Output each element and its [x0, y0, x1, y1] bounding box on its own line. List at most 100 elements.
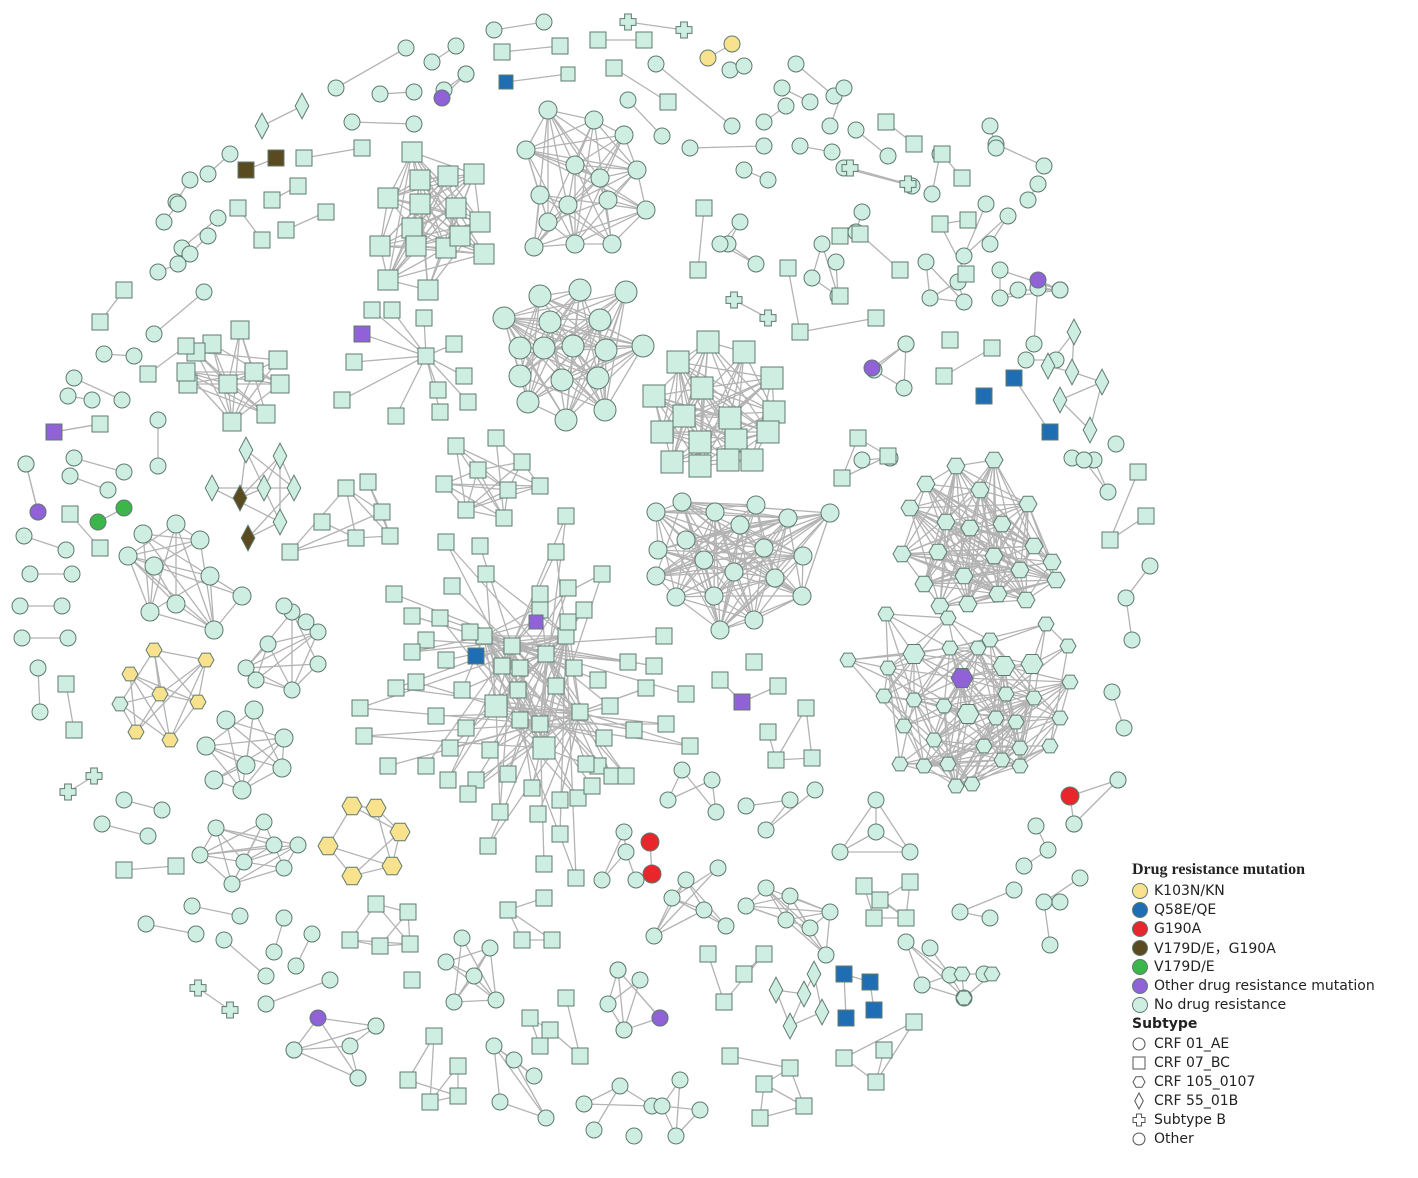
network-edge: [943, 665, 1005, 707]
legend-mutation-item: Other drug resistance mutation: [1130, 976, 1410, 995]
node-circle: [481, 939, 499, 957]
node-diamond: [286, 474, 302, 502]
network-edge: [801, 512, 831, 597]
network-edge: [657, 524, 741, 551]
node-hexagon: [975, 738, 993, 754]
network-edge: [745, 905, 811, 929]
node-square: [957, 265, 975, 283]
node-circle: [13, 629, 31, 647]
network-edge: [119, 703, 171, 741]
network-edge: [945, 503, 1029, 523]
node-circle: [59, 629, 77, 647]
node-square: [559, 579, 577, 597]
network-edge: [1109, 471, 1139, 541]
node-square: [655, 627, 673, 645]
node-circle: [648, 540, 668, 560]
node-square: [427, 707, 445, 725]
node-hexagon: [947, 778, 965, 794]
node-hexagon: [988, 585, 1008, 603]
node-circle: [724, 562, 744, 582]
node-hexagon: [915, 758, 933, 774]
network-edge: [933, 697, 1035, 741]
network-edge: [653, 395, 701, 467]
node-square: [399, 1071, 417, 1089]
network-edge: [539, 194, 613, 245]
node-hexagon: [151, 686, 169, 702]
network-edge: [751, 377, 773, 461]
network-edge: [937, 551, 1021, 571]
network-edge: [511, 645, 581, 713]
node-circle: [505, 1051, 523, 1069]
node-diamond: [1040, 352, 1056, 380]
network-nodes: [11, 13, 1159, 1145]
node-square: [931, 215, 949, 233]
node-square: [718, 406, 742, 430]
network-edge: [142, 533, 151, 613]
network-edge: [461, 937, 497, 1001]
node-square: [461, 623, 479, 641]
node-circle: [602, 234, 622, 254]
node-hexagon: [925, 732, 943, 748]
node-circle: [672, 492, 692, 512]
node-circle: [585, 1121, 603, 1139]
node-square: [795, 1097, 813, 1115]
node-cross: [59, 783, 77, 801]
node-square: [415, 309, 433, 327]
node-diamond: [768, 976, 784, 1004]
node-hexagon: [1051, 710, 1069, 726]
network-edge: [493, 1045, 501, 1103]
node-square: [1129, 463, 1147, 481]
node-square: [469, 211, 491, 233]
network-edge: [847, 659, 905, 727]
legend-subtype-item: Subtype B: [1130, 1110, 1410, 1129]
network-edge: [129, 673, 137, 733]
node-square: [337, 479, 355, 497]
network-edge: [617, 969, 661, 1019]
network-edge: [487, 723, 541, 847]
network-edge: [821, 243, 839, 297]
network-edge: [455, 445, 505, 519]
node-cross: [85, 767, 103, 785]
node-hexagon: [960, 519, 980, 537]
node-circle: [169, 255, 187, 273]
network-edge: [887, 667, 905, 727]
network-edge: [379, 245, 485, 255]
node-circle: [598, 190, 618, 210]
legend-mutation-label: Q58E/QE: [1154, 901, 1217, 918]
node-circle: [558, 195, 578, 215]
node-diamond: [1094, 368, 1110, 396]
node-circle: [155, 213, 173, 231]
node-square: [347, 529, 365, 547]
network-edge: [443, 483, 541, 487]
node-circle: [813, 235, 831, 253]
network-edge: [153, 649, 207, 661]
node-hexagon: [914, 575, 934, 593]
node-circle: [524, 237, 544, 257]
node-square: [1041, 423, 1059, 441]
network-edge: [909, 489, 981, 509]
node-square: [724, 428, 748, 452]
network-edge: [939, 521, 947, 607]
network-edge: [303, 147, 363, 159]
node-circle: [149, 457, 167, 475]
node-circle: [115, 463, 133, 481]
node-hexagon: [993, 752, 1011, 768]
node-circle: [367, 1017, 385, 1035]
network-edge: [887, 667, 963, 679]
node-square: [535, 855, 553, 873]
node-square: [449, 1087, 467, 1105]
node-square: [115, 281, 133, 299]
network-edge: [627, 21, 685, 31]
node-square: [797, 699, 815, 717]
node-circle: [999, 207, 1017, 225]
node-circle: [897, 933, 915, 951]
node-circle: [89, 513, 107, 531]
node-square: [387, 679, 405, 697]
network-edge: [655, 501, 683, 577]
node-cross: [725, 291, 743, 309]
node-circle: [895, 379, 913, 397]
node-square: [711, 671, 729, 689]
network-edge: [887, 667, 969, 715]
node-square: [547, 543, 565, 561]
node-circle: [614, 280, 638, 304]
